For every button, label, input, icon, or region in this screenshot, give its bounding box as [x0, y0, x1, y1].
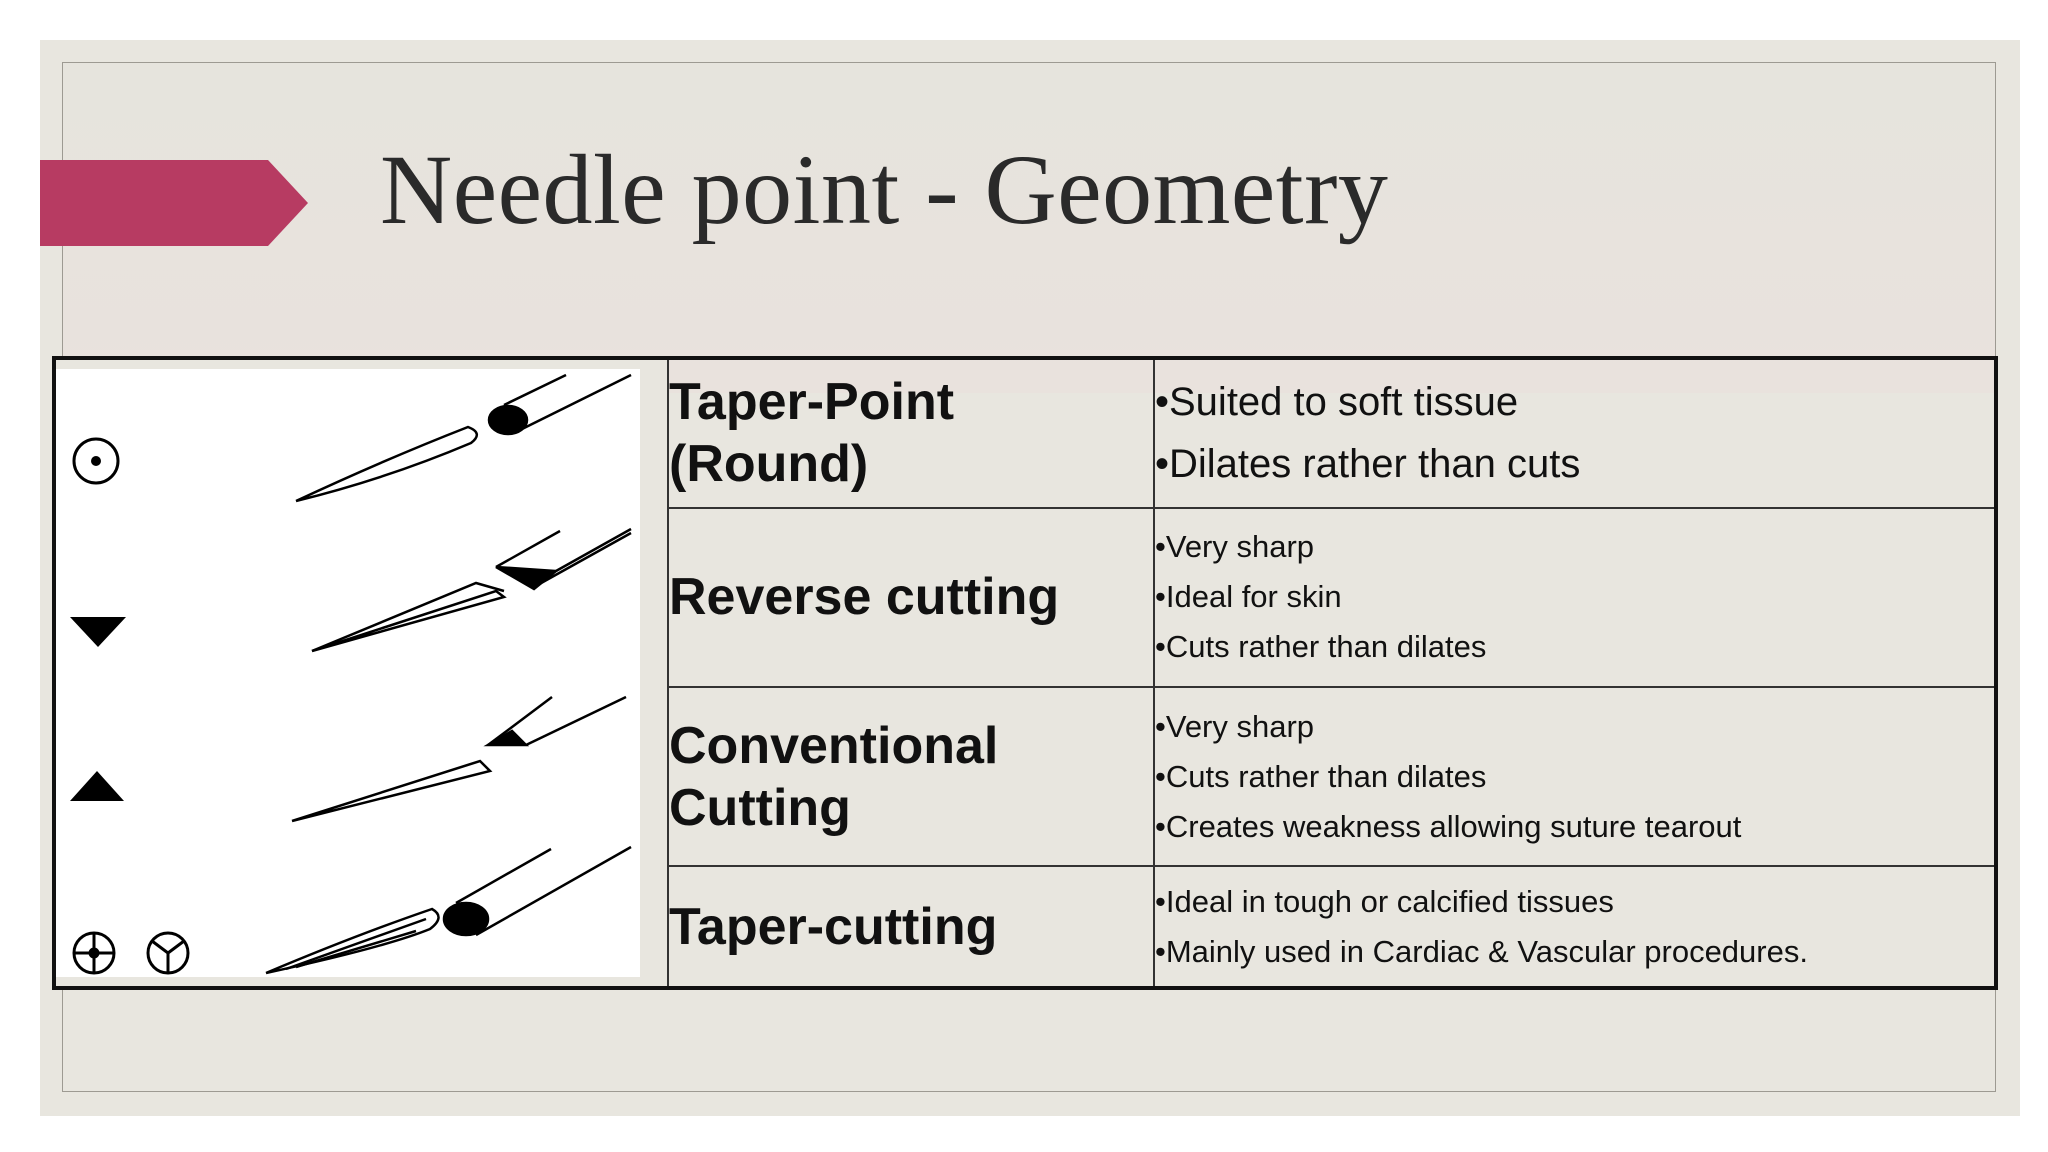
needle-geometry-table: Taper-Point (Round) •Suited to soft tiss…	[52, 356, 1998, 990]
needle-description-cell: •Very sharp •Ideal for skin •Cuts rather…	[1153, 506, 1997, 689]
circle-dot-icon	[72, 437, 120, 485]
table-row: Conventional Cutting •Very sharp •Cuts r…	[54, 686, 1997, 868]
description-bullet: •Dilates rather than cuts	[1155, 442, 1581, 487]
slide-title: Needle point - Geometry	[380, 134, 1389, 245]
reverse-cutting-needle-drawing	[311, 527, 632, 653]
description-bullet: •Creates weakness allowing suture tearou…	[1155, 808, 1742, 844]
description-bullet: •Cuts rather than dilates	[1155, 758, 1487, 794]
needle-type-name-line: Conventional	[669, 716, 999, 775]
needle-type-name-line: Taper-Point	[669, 373, 955, 432]
needle-type-name: Conventional Cutting	[667, 686, 1155, 868]
needle-type-name: Taper-cutting	[667, 865, 1155, 989]
needle-description-cell: •Suited to soft tissue •Dilates rather t…	[1153, 357, 1997, 509]
needle-type-name-line: (Round)	[669, 435, 869, 494]
needle-points-illustration	[56, 369, 640, 977]
table-row: Taper-cutting •Ideal in tough or calcifi…	[54, 865, 1997, 989]
needle-description-cell: •Very sharp •Cuts rather than dilates •C…	[1153, 686, 1997, 868]
description-bullet: •Mainly used in Cardiac & Vascular proce…	[1155, 933, 1808, 969]
tri-spoke-circle-icon	[146, 931, 190, 975]
needle-description-cell: •Ideal in tough or calcified tissues •Ma…	[1153, 865, 1997, 989]
triangle-up-icon	[70, 771, 124, 801]
taper-point-needle-drawing	[295, 373, 632, 503]
description-bullet: •Cuts rather than dilates	[1155, 629, 1487, 665]
table-row: Reverse cutting •Very sharp •Ideal for s…	[54, 506, 1997, 689]
needle-type-name: Reverse cutting	[667, 506, 1155, 689]
triangle-down-icon	[70, 617, 126, 647]
title-band	[63, 63, 1995, 393]
needle-type-name-line: Cutting	[669, 778, 851, 837]
needle-illustration-cell	[53, 357, 669, 989]
crosshair-circle-icon	[72, 931, 116, 975]
description-bullet: •Ideal for skin	[1155, 579, 1342, 615]
accent-arrow-shape	[40, 160, 308, 246]
description-bullet: •Very sharp	[1155, 708, 1315, 744]
needle-type-name-line: Reverse cutting	[669, 568, 1060, 627]
description-bullet: •Suited to soft tissue	[1155, 380, 1519, 425]
conventional-cutting-needle-drawing	[291, 695, 627, 823]
description-bullet: •Very sharp	[1155, 529, 1315, 565]
needle-type-name: Taper-Point (Round)	[667, 357, 1155, 509]
needle-type-name-line: Taper-cutting	[669, 897, 998, 956]
table-row: Taper-Point (Round) •Suited to soft tiss…	[53, 357, 1997, 989]
taper-cutting-needle-drawing	[265, 845, 632, 975]
description-bullet: •Ideal in tough or calcified tissues	[1155, 883, 1614, 919]
